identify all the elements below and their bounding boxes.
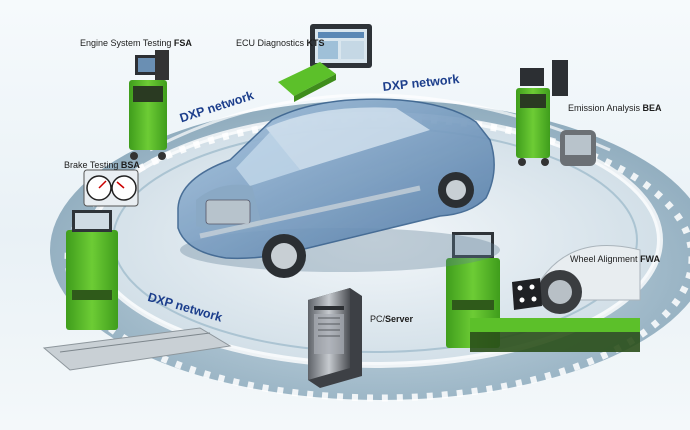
label-kts-code: KTS (306, 38, 325, 48)
label-ecu-diagnostics: ECU Diagnostics KTS (236, 38, 325, 49)
label-pc-server: PC/Server (370, 314, 413, 325)
server-tower (308, 288, 362, 388)
label-fwa-code: FWA (640, 254, 661, 264)
label-emission-analysis: Emission Analysis BEA (568, 103, 662, 114)
label-fsa-name: Engine System Testing (80, 38, 172, 48)
fwa-unit (446, 232, 641, 352)
label-fsa-code: FSA (173, 38, 192, 48)
label-bsa-code: BSA (120, 160, 140, 170)
label-brake-testing: Brake Testing BSA (64, 160, 140, 171)
label-bsa-name: Brake Testing (64, 160, 119, 170)
label-bea-name: Emission Analysis (568, 103, 641, 113)
label-server-code: Server (385, 314, 414, 324)
bsa-unit (42, 169, 232, 371)
label-engine-system-testing: Engine System Testing FSA (80, 38, 192, 49)
transparent-car (177, 98, 500, 278)
bea-unit (516, 60, 596, 166)
label-fwa-name: Wheel Alignment (570, 254, 638, 264)
kts-unit (278, 24, 372, 102)
label-wheel-alignment: Wheel Alignment FWA (570, 254, 660, 265)
fsa-unit (129, 50, 169, 160)
label-server-name: PC/ (370, 314, 386, 324)
label-bea-code: BEA (642, 103, 662, 113)
label-kts-name: ECU Diagnostics (236, 38, 305, 48)
